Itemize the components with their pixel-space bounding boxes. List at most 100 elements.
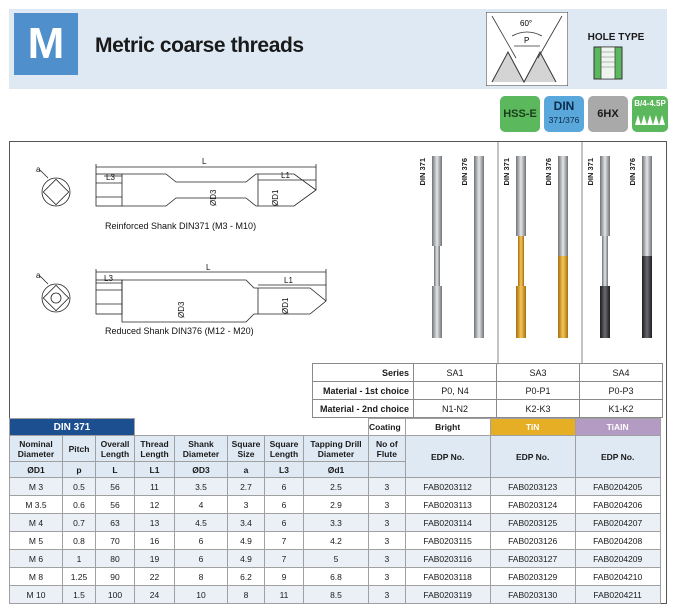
table-cell: 2.5 <box>303 477 369 496</box>
table-cell: M 3.5 <box>9 495 63 514</box>
tool-label-sa3-din371: DIN 371 <box>502 158 511 186</box>
din-spacer <box>135 419 369 436</box>
material-1-sa4: P0-P3 <box>579 381 663 400</box>
dim-a-bottom: a <box>36 271 41 280</box>
chamfer-badge: B/4-4.5P <box>632 96 668 132</box>
thread-letter-box: M <box>14 13 78 75</box>
table-cell: 11 <box>134 477 175 496</box>
hdr-no-of-flute: No of Flute <box>368 435 406 462</box>
table-cell: FAB0204211 <box>574 585 661 604</box>
product-frame <box>9 141 667 604</box>
page-title: Metric coarse threads <box>95 34 304 57</box>
sym-l: L <box>95 461 135 478</box>
din-header-row: DIN 371 Coating Bright TiN TiAlN <box>9 418 661 436</box>
table-cell: 3 <box>227 495 265 514</box>
table-cell: FAB0203114 <box>404 513 491 532</box>
tool-label-sa4-din371: DIN 371 <box>586 158 595 186</box>
coating-tin: TiN <box>489 418 576 436</box>
material-2-row: Material - 2nd choice N1-N2 K2-K3 K1-K2 <box>312 399 663 418</box>
tap-technical-drawing: L L3 L1 ØD3 ØD1 a L L3 L1 ØD3 ØD1 a <box>36 157 327 323</box>
sym-l1: L1 <box>134 461 175 478</box>
table-cell: 6 <box>264 513 304 532</box>
table-cell: 3 <box>368 531 406 550</box>
table-cell: M 4 <box>9 513 63 532</box>
table-cell: 56 <box>95 495 135 514</box>
dim-L-top: L <box>202 157 207 166</box>
table-cell: 22 <box>134 567 175 586</box>
table-cell: 6 <box>264 495 304 514</box>
thread-angle-label: 60° <box>520 19 532 28</box>
table-cell: 0.8 <box>62 531 96 550</box>
tool-label-sa3-din376: DIN 376 <box>544 158 553 186</box>
coating-label: Coating <box>368 418 406 436</box>
table-cell: M 3 <box>9 477 63 496</box>
table-cell: 24 <box>134 585 175 604</box>
table-cell: FAB0204208 <box>574 531 661 550</box>
table-cell: 1.25 <box>62 567 96 586</box>
table-cell: 6 <box>174 531 228 550</box>
table-cell: FAB0203127 <box>489 549 576 568</box>
table-cell: 4.5 <box>174 513 228 532</box>
table-cell: 0.7 <box>62 513 96 532</box>
table-cell: FAB0203119 <box>404 585 491 604</box>
table-cell: M 6 <box>9 549 63 568</box>
table-cell: 8 <box>227 585 265 604</box>
dim-L1-bottom: L1 <box>284 276 293 285</box>
table-cell: 2.7 <box>227 477 265 496</box>
table-cell: 90 <box>95 567 135 586</box>
table-cell: 11 <box>264 585 304 604</box>
table-cell: 6.2 <box>227 567 265 586</box>
table-cell: FAB0203129 <box>489 567 576 586</box>
hdr-square-size: Square Size <box>227 435 265 462</box>
sym-flute <box>368 461 406 478</box>
blind-hole-icon <box>593 46 623 80</box>
table-cell: 100 <box>95 585 135 604</box>
table-cell: 4.9 <box>227 549 265 568</box>
coating-bright: Bright <box>404 418 491 436</box>
table-cell: 10 <box>174 585 228 604</box>
tolerance-badge: 6HX <box>588 96 628 132</box>
table-cell: 70 <box>95 531 135 550</box>
dim-L1-top: L1 <box>281 171 290 180</box>
table-cell: 3 <box>368 585 406 604</box>
table-cell: M 10 <box>9 585 63 604</box>
table-cell: FAB0203130 <box>489 585 576 604</box>
table-cell: M 5 <box>9 531 63 550</box>
material-2-sa3: K2-K3 <box>496 399 580 418</box>
material-1-sa3: P0-P1 <box>496 381 580 400</box>
chamfer-badge-label: B/4-4.5P <box>634 99 666 108</box>
table-cell: 7 <box>264 531 304 550</box>
hdr-nominal-diameter: Nominal Diameter <box>9 435 63 462</box>
table-cell: 3.4 <box>227 513 265 532</box>
table-cell: FAB0203112 <box>404 477 491 496</box>
table-cell: 12 <box>134 495 175 514</box>
tap-dimension-table: DIN 371 Coating Bright TiN TiAlN Nominal… <box>9 418 661 604</box>
table-cell: 19 <box>134 549 175 568</box>
table-cell: 5 <box>303 549 369 568</box>
din-badge: DIN 371/376 <box>544 96 584 132</box>
tool-label-sa1-din376: DIN 376 <box>460 158 469 186</box>
table-cell: 56 <box>95 477 135 496</box>
table-cell: FAB0203113 <box>404 495 491 514</box>
table-cell: 7 <box>264 549 304 568</box>
material-1-sa1: P0, N4 <box>413 381 497 400</box>
table-cell: 3.3 <box>303 513 369 532</box>
table-cell: 3 <box>368 567 406 586</box>
table-cell: 3 <box>368 495 406 514</box>
table-cell: 3 <box>368 513 406 532</box>
table-cell: FAB0203116 <box>404 549 491 568</box>
hdr-edp-sa3: EDP No. <box>489 435 576 478</box>
tap-product-images <box>432 142 652 364</box>
thread-pitch-label: P <box>524 36 529 45</box>
caption-reduced-shank: Reduced Shank DIN376 (M12 - M20) <box>105 326 254 336</box>
table-cell: 0.6 <box>62 495 96 514</box>
series-label: Series <box>312 363 414 382</box>
tool-label-sa4-din376: DIN 376 <box>628 158 637 186</box>
series-spec-table: Series SA1 SA3 SA4 Material - 1st choice… <box>312 363 663 418</box>
table-cell: 4 <box>174 495 228 514</box>
sym-p: p <box>62 461 96 478</box>
table-cell: FAB0203118 <box>404 567 491 586</box>
table-cell: FAB0203126 <box>489 531 576 550</box>
